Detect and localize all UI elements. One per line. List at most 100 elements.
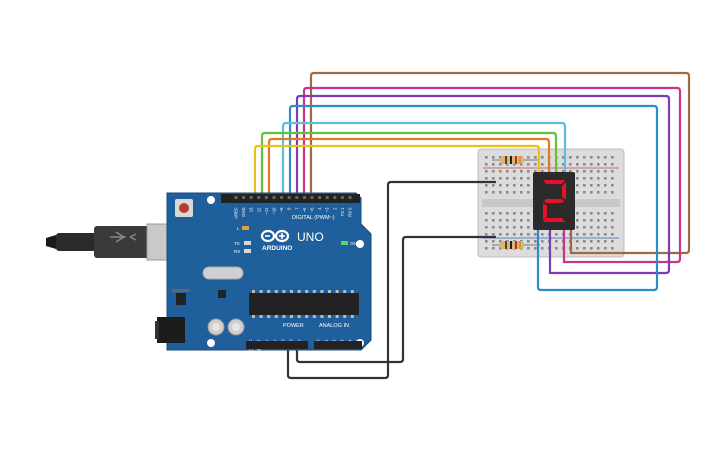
digital-pin-label: 4 — [317, 207, 322, 210]
digital-pin-hole[interactable] — [333, 196, 337, 199]
digital-pin-label: ~3 — [325, 207, 330, 212]
voltage-regulator — [176, 293, 186, 305]
regulator — [218, 290, 226, 298]
wire-green[interactable] — [260, 131, 558, 196]
digital-pin-hole[interactable] — [318, 196, 322, 199]
digital-pin-label: ~10 — [272, 207, 277, 215]
chip-pin — [320, 315, 324, 318]
digital-pin-label: ~11 — [264, 207, 269, 214]
digital-pin-hole[interactable] — [302, 196, 306, 199]
chip-pin — [282, 315, 286, 318]
usb-icon — [110, 231, 137, 243]
seven-segment-display: 2 — [533, 172, 575, 230]
chip-pin — [297, 290, 301, 293]
header-digital-label: DIGITAL (PWM~) — [292, 215, 335, 221]
chip-pin — [297, 315, 301, 318]
digital-pin-hole[interactable] — [310, 196, 314, 199]
led-l — [242, 226, 249, 230]
chip-pin — [282, 290, 286, 293]
reset-button[interactable] — [175, 199, 193, 217]
chip-pin — [343, 315, 347, 318]
capacitors — [207, 318, 245, 336]
chip-pin — [312, 315, 316, 318]
wire-brown[interactable] — [309, 71, 691, 255]
wire-yellow[interactable] — [253, 144, 541, 196]
chip-pin — [343, 290, 347, 293]
crystal — [202, 266, 244, 280]
chip-pin — [350, 290, 354, 293]
digital-pin-label: 8 — [287, 207, 292, 210]
chip-pin — [335, 315, 339, 318]
brand-label: ARDUINO — [262, 245, 292, 252]
led-tx-label: TX — [234, 241, 240, 246]
usb-cable[interactable] — [46, 223, 170, 261]
chip-pin — [259, 290, 263, 293]
led-tx — [244, 241, 251, 245]
header-power-label: POWER — [283, 323, 304, 329]
digital-pin-hole[interactable] — [348, 196, 352, 199]
wire-purple[interactable] — [295, 94, 671, 275]
chip-pin — [350, 315, 354, 318]
digital-pin-hole[interactable] — [257, 196, 261, 199]
digital-pin-hole[interactable] — [287, 196, 291, 199]
chip-pin — [274, 315, 278, 318]
chip-pin — [312, 290, 316, 293]
wire-black-bottom[interactable] — [295, 235, 496, 364]
chip-pin — [305, 315, 309, 318]
wires — [253, 71, 691, 380]
chip-pin — [305, 290, 309, 293]
digital-pin-hole[interactable] — [325, 196, 329, 199]
led-on-label: ON — [350, 241, 357, 246]
resistor-top — [492, 156, 540, 164]
digital-pin-hole[interactable] — [249, 196, 253, 199]
wire-pink[interactable] — [302, 86, 682, 264]
analog-header[interactable] — [314, 341, 362, 349]
led-rx — [244, 249, 251, 253]
digital-pin-label: 2 — [332, 207, 337, 210]
digital-pin-label: ~9 — [279, 207, 284, 212]
digital-pin-hole[interactable] — [242, 196, 246, 199]
chip-pin — [252, 290, 255, 293]
digital-pin-label: TX 1 — [340, 207, 345, 217]
chip-pin — [267, 290, 271, 293]
digital-pin-label: ~5 — [310, 207, 315, 212]
digital-pin-hole[interactable] — [340, 196, 344, 199]
chip-pin — [290, 315, 293, 318]
digital-pin-label: 7 — [294, 207, 299, 210]
led-l-label: L — [237, 226, 240, 231]
led-on — [341, 241, 348, 245]
chip-pin — [320, 290, 324, 293]
digital-pin-label: 12 — [256, 207, 261, 212]
digital-pin-hole[interactable] — [280, 196, 284, 199]
digital-pin-hole[interactable] — [234, 196, 238, 199]
power-jack[interactable] — [155, 317, 185, 343]
chip-pin — [335, 290, 339, 293]
power-header[interactable] — [246, 341, 308, 349]
digit-segments — [543, 180, 566, 222]
digital-pin-label: AREF — [234, 207, 239, 219]
wire-blue[interactable] — [288, 104, 659, 292]
led-rx-label: RX — [234, 249, 240, 254]
chip-pin — [328, 290, 331, 293]
digital-pin-label: RX 0 — [348, 207, 353, 217]
chip-pin — [252, 315, 255, 318]
wire-cyan[interactable] — [281, 121, 567, 196]
model-label: UNO — [297, 230, 324, 244]
resistor-bottom — [492, 241, 540, 249]
header-analog-label: ANALOG IN — [319, 323, 349, 329]
wire-black-top[interactable] — [286, 180, 496, 380]
digital-pin-hole[interactable] — [272, 196, 276, 199]
chip-pin — [274, 290, 278, 293]
digital-pin-hole[interactable] — [295, 196, 299, 199]
digital-pin-label: 13 — [249, 207, 254, 212]
wire-orange[interactable] — [267, 137, 551, 196]
digital-pin-label: GND — [241, 208, 246, 217]
digital-pin-hole[interactable] — [264, 196, 268, 199]
atmega-chip — [249, 290, 359, 318]
arduino-logo — [260, 229, 290, 243]
chip-pin — [290, 290, 293, 293]
chip-pin — [267, 315, 271, 318]
